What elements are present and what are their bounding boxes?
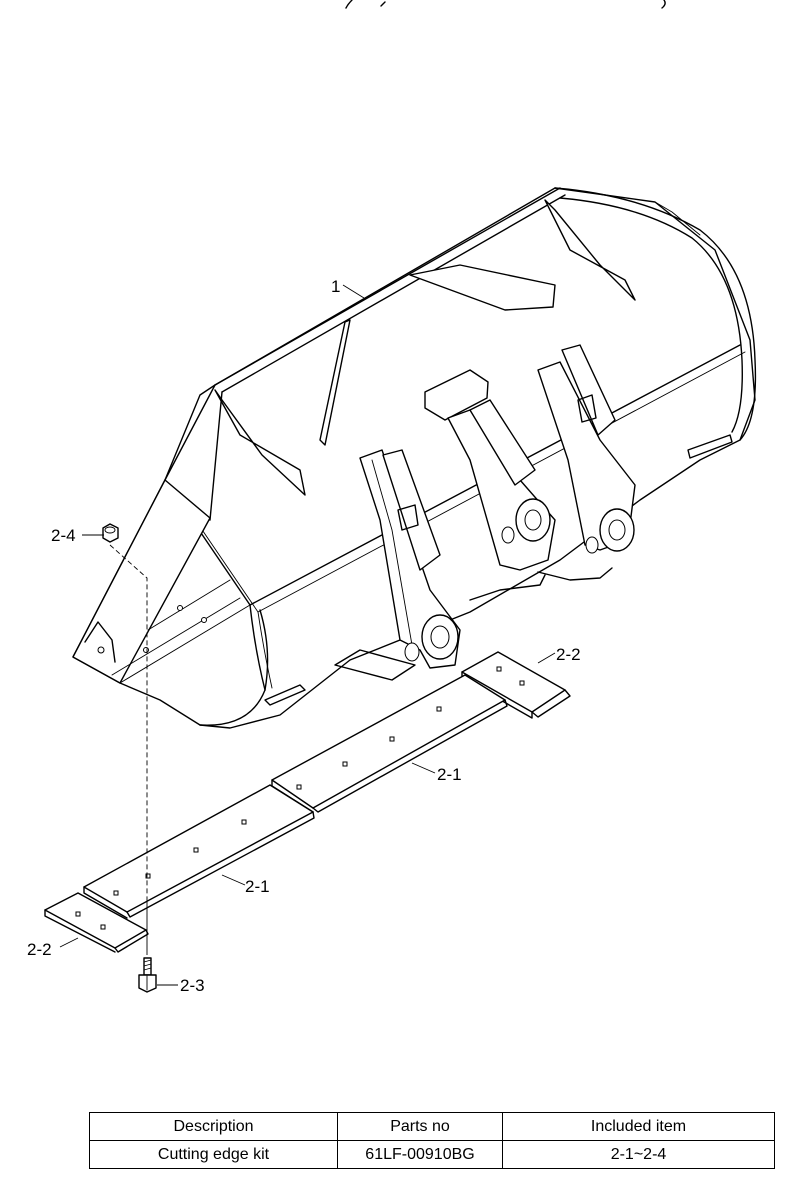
header-parts-no: Parts no	[337, 1112, 503, 1141]
exploded-parts-diagram: 1 2-4 2-2 2-1 2-1 2-2 2-3	[27, 187, 757, 995]
cell-parts-no: 61LF-00910BG	[337, 1140, 503, 1169]
header-description: Description	[89, 1112, 338, 1141]
top-gusset-left	[214, 389, 306, 496]
end-bit-left	[44, 892, 149, 953]
parts-table: Description Parts no Included item Cutti…	[89, 1112, 775, 1169]
top-handle	[424, 369, 489, 421]
top-gusset-right	[409, 264, 556, 311]
callout-2-1-left: 2-1	[245, 877, 270, 896]
callout-1: 1	[331, 277, 340, 296]
top-gusset-far	[544, 199, 636, 301]
assembly-line	[109, 544, 148, 900]
callout-2-3: 2-3	[180, 976, 205, 995]
table-row: Cutting edge kit 61LF-00910BG 2-1~2-4	[89, 1140, 775, 1169]
cutting-edge-left	[83, 784, 315, 919]
bucket-left-sideplate	[72, 479, 211, 684]
callout-2-4: 2-4	[51, 526, 76, 545]
cell-description: Cutting edge kit	[89, 1140, 338, 1169]
callout-2-1-right: 2-1	[437, 765, 462, 784]
cropped-title-fragment	[0, 0, 803, 10]
table-header-row: Description Parts no Included item	[89, 1112, 775, 1141]
nut	[102, 523, 119, 543]
callout-2-2-right: 2-2	[556, 645, 581, 664]
cell-included-item: 2-1~2-4	[502, 1140, 775, 1169]
hitch-bracket-left	[359, 449, 461, 669]
bolt	[138, 957, 157, 993]
hitch-bracket-middle	[447, 399, 556, 601]
header-included-item: Included item	[502, 1112, 775, 1141]
bucket-assembly	[72, 187, 757, 729]
callout-2-2-left: 2-2	[27, 940, 52, 959]
top-gusset-center	[319, 319, 351, 446]
cutting-edge-right	[271, 674, 508, 813]
hitch-bracket-right	[537, 344, 636, 581]
